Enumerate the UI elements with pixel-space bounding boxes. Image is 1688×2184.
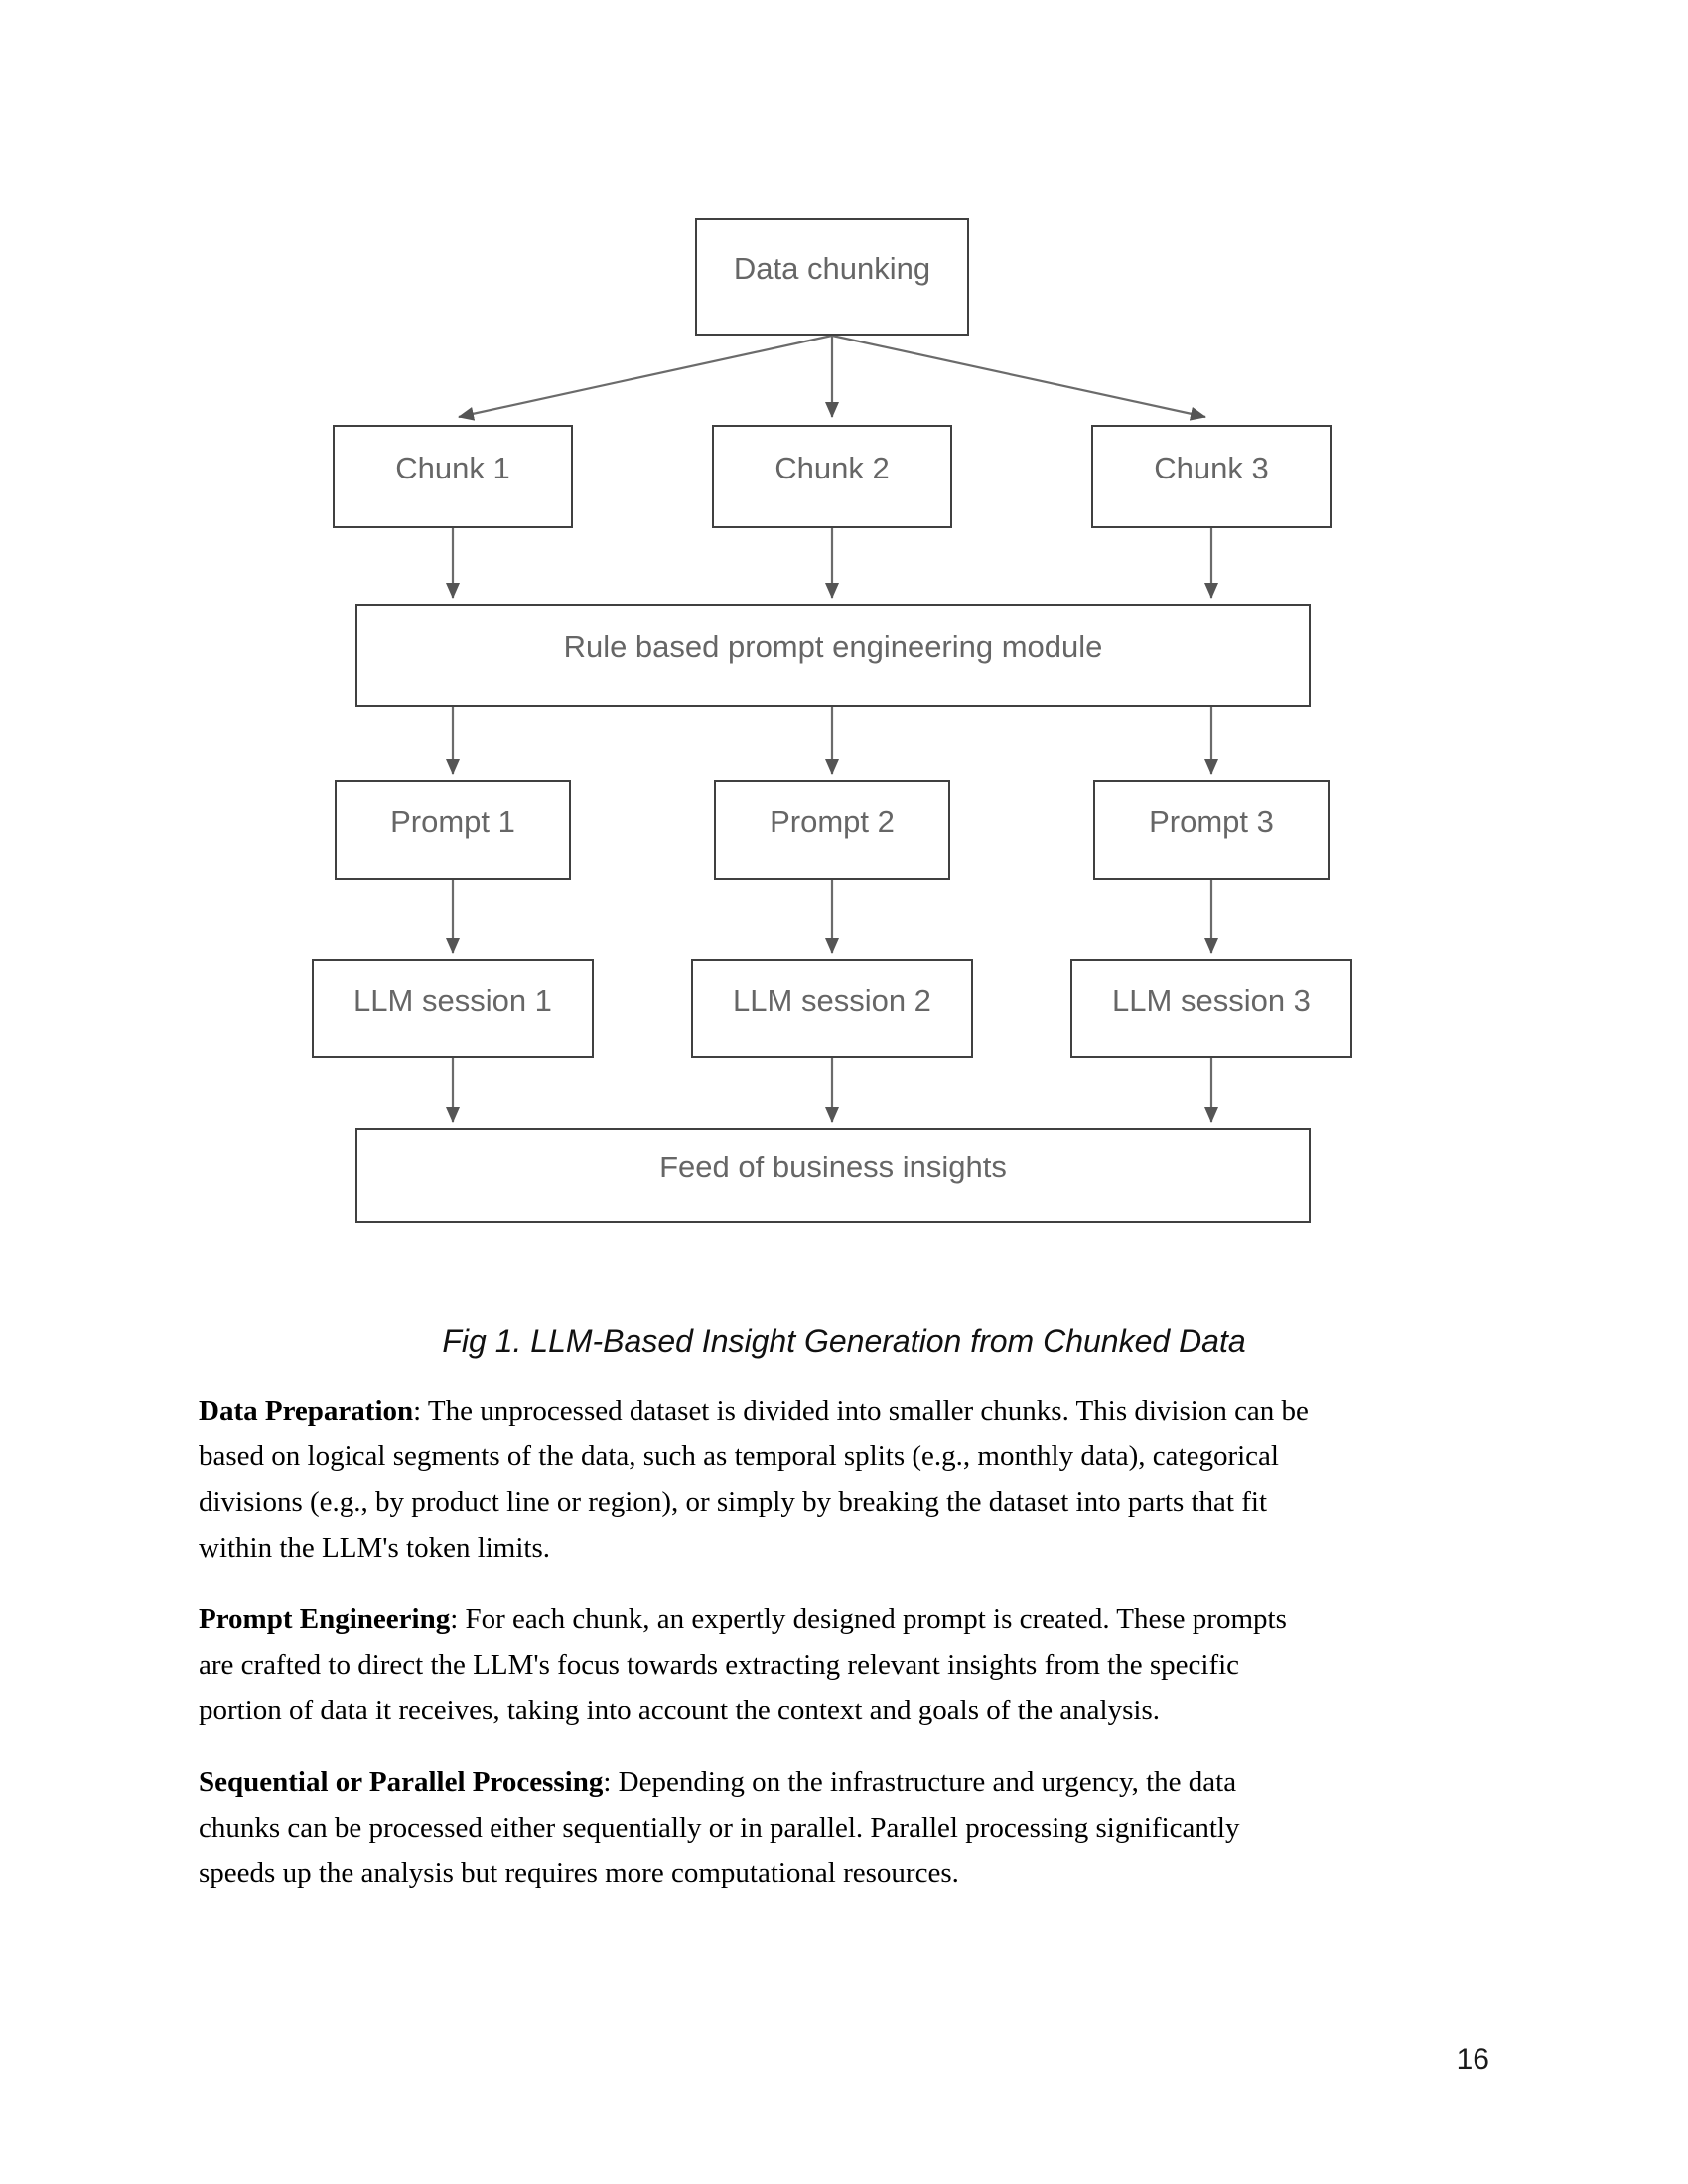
node-label: Feed of business insights (659, 1150, 1007, 1185)
paragraph-label: Sequential or Parallel Processing (199, 1766, 604, 1798)
node-prompt-1: Prompt 1 (335, 780, 571, 880)
node-rule-module: Rule based prompt engineering module (355, 604, 1311, 707)
text-line: portion of data it receives, taking into… (199, 1695, 1160, 1726)
text-line: based on logical segments of the data, s… (199, 1440, 1279, 1472)
node-label: LLM session 1 (353, 983, 552, 1019)
node-label: Chunk 3 (1154, 451, 1269, 486)
node-label: Chunk 2 (774, 451, 890, 486)
arrow-datachunking-chunk1 (458, 334, 833, 421)
node-chunk-1: Chunk 1 (333, 425, 573, 528)
node-chunk-2: Chunk 2 (712, 425, 952, 528)
figure-caption: Fig 1. LLM-Based Insight Generation from… (442, 1323, 1246, 1359)
node-prompt-2: Prompt 2 (714, 780, 950, 880)
text-run: : Depending on the infrastructure and ur… (603, 1766, 1237, 1798)
text-line: are crafted to direct the LLM's focus to… (199, 1649, 1240, 1681)
node-feed-of-insights: Feed of business insights (355, 1128, 1311, 1223)
text-line: Prompt Engineering: For each chunk, an e… (199, 1596, 1549, 1642)
node-label: LLM session 2 (733, 983, 931, 1019)
flow-arrows (446, 334, 1218, 1123)
arrow-datachunking-chunk3 (831, 334, 1206, 421)
text-line: Data Preparation: The unprocessed datase… (199, 1388, 1549, 1433)
paragraph-sequential-parallel: Sequential or Parallel Processing: Depen… (199, 1759, 1549, 1896)
page-number: 16 (1456, 2043, 1489, 2076)
node-label: Prompt 1 (390, 804, 515, 840)
text-line: divisions (e.g., by product line or regi… (199, 1486, 1268, 1518)
paragraph-prompt-engineering: Prompt Engineering: For each chunk, an e… (199, 1596, 1549, 1733)
node-data-chunking: Data chunking (695, 218, 969, 336)
node-label: Chunk 1 (395, 451, 510, 486)
node-label: Prompt 3 (1149, 804, 1274, 840)
node-llm-session-1: LLM session 1 (312, 959, 594, 1058)
figure-flowchart: Data chunking Chunk 1 Chunk 2 Chunk 3 Ru… (312, 218, 1352, 1223)
paragraph-label: Prompt Engineering (199, 1603, 451, 1635)
body-text: Data Preparation: The unprocessed datase… (199, 1388, 1549, 1922)
paragraph-data-preparation: Data Preparation: The unprocessed datase… (199, 1388, 1549, 1570)
node-label: Data chunking (733, 251, 931, 287)
node-prompt-3: Prompt 3 (1093, 780, 1330, 880)
text-line: speeds up the analysis but requires more… (199, 1857, 959, 1889)
node-label: LLM session 3 (1112, 983, 1311, 1019)
node-label: Prompt 2 (770, 804, 895, 840)
node-llm-session-2: LLM session 2 (691, 959, 973, 1058)
text-line: chunks can be processed either sequentia… (199, 1812, 1240, 1843)
node-chunk-3: Chunk 3 (1091, 425, 1332, 528)
text-line: within the LLM's token limits. (199, 1532, 551, 1564)
text-run: : The unprocessed dataset is divided int… (413, 1395, 1309, 1427)
node-llm-session-3: LLM session 3 (1070, 959, 1352, 1058)
paragraph-label: Data Preparation (199, 1395, 414, 1427)
node-label: Rule based prompt engineering module (563, 629, 1103, 665)
text-run: : For each chunk, an expertly designed p… (450, 1603, 1287, 1635)
text-line: Sequential or Parallel Processing: Depen… (199, 1759, 1549, 1805)
